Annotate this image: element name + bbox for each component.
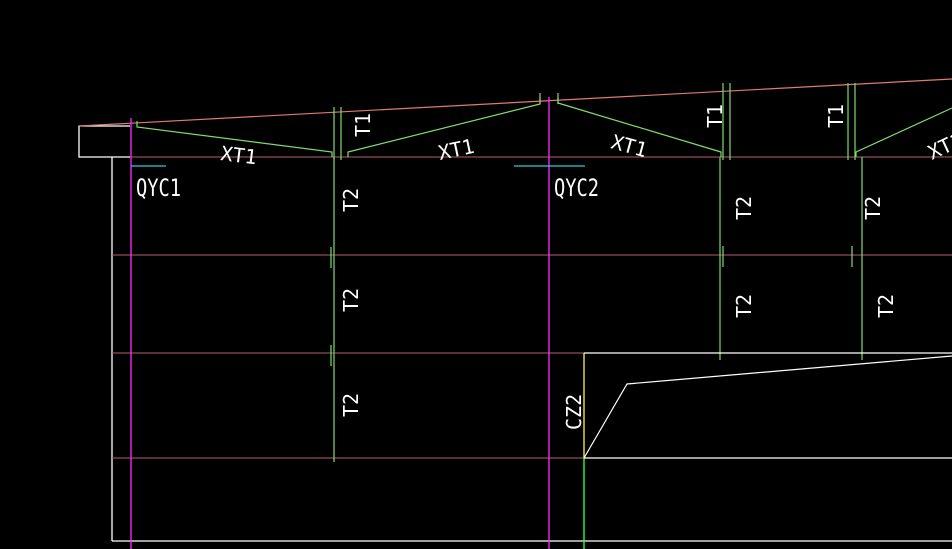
label-t1-a: T1 xyxy=(351,113,375,137)
building-outline xyxy=(78,125,952,542)
label-t2-f: T2 xyxy=(861,196,885,220)
label-cz2: CZ2 xyxy=(562,394,586,430)
label-t2-e: T2 xyxy=(732,294,756,318)
truss-members xyxy=(136,83,952,462)
xt1-member-a xyxy=(136,121,333,157)
label-t1-b: T1 xyxy=(703,104,727,128)
stair-slope-line xyxy=(583,355,952,459)
label-t2-a: T2 xyxy=(339,188,363,212)
label-xt1-b: XT1 xyxy=(436,134,476,165)
stair-outline xyxy=(583,352,952,459)
xt1-member-d xyxy=(855,107,952,157)
axis-lines xyxy=(130,97,550,549)
roof-eave-outline xyxy=(78,125,130,158)
label-t2-b: T2 xyxy=(339,288,363,312)
floor-lines xyxy=(112,156,952,459)
label-t2-g: T2 xyxy=(874,294,898,318)
label-qyc2: QYC2 xyxy=(554,175,599,203)
roof-slope-line xyxy=(78,78,952,127)
label-xt1-d: XT1 xyxy=(924,128,952,165)
label-t2-d: T2 xyxy=(732,196,756,220)
label-t2-c: T2 xyxy=(339,393,363,417)
label-t1-c: T1 xyxy=(824,104,848,128)
label-qyc1: QYC1 xyxy=(136,175,181,203)
label-xt1-a: XT1 xyxy=(219,141,258,169)
